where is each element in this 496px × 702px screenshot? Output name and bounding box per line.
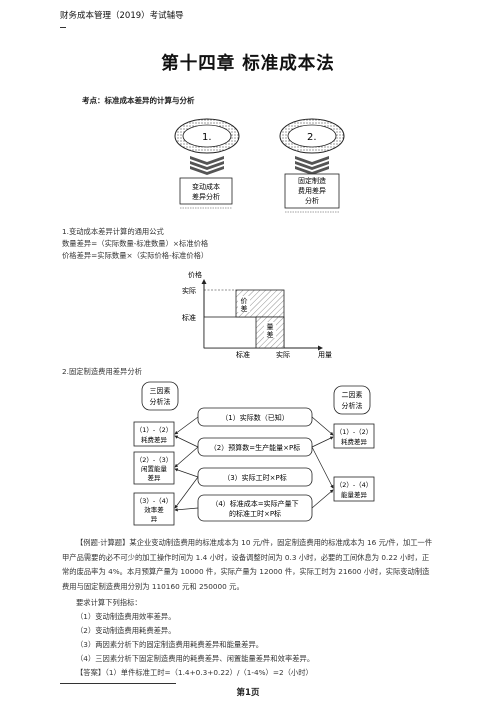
- topic-heading: 考点：标准成本差异的计算与分析: [82, 96, 195, 105]
- svg-text:分析: 分析: [305, 196, 319, 205]
- example-body: 某企业变动制造费用的标准成本为 10 元/件，固定制造费用的标准成本为 16 元…: [62, 538, 433, 591]
- svg-text:差: 差: [241, 304, 248, 313]
- box-fixed-overhead: 固定制造 费用差异 分析: [284, 173, 340, 213]
- svg-text:价: 价: [241, 297, 248, 305]
- requirement-2: （2）变动制造费用耗费差异。: [76, 626, 176, 635]
- right-box-spending: （1）-（2） 耗费差异: [333, 423, 375, 449]
- figure-fixed-overhead-analysis: 三因素 分析法 二因素 分析法 （1）-（2） 耗费差异 （2）-（3） 闲置能…: [133, 381, 375, 526]
- svg-text:固定制造: 固定制造: [298, 176, 326, 185]
- right-box-capacity: （2）-（4） 能量差异: [333, 476, 375, 502]
- requirement-4: （4）三因素分析下固定制造费用的耗费差异、闲置能量差异和效率差异。: [76, 654, 315, 663]
- svg-text:效率差: 效率差: [144, 505, 164, 514]
- svg-text:能量差异: 能量差异: [341, 490, 368, 499]
- svg-text:耗费差异: 耗费差异: [141, 435, 168, 444]
- left-connectors: [174, 416, 199, 512]
- formula-quantity: 数量差异=（实际数量-标准数量）×标准价格: [62, 239, 209, 248]
- ring-1-label: 1.: [202, 132, 212, 143]
- left-box-efficiency: （3）-（4） 效率差 异: [133, 492, 175, 526]
- svg-text:三因素: 三因素: [150, 386, 171, 395]
- chevron-down-icon: [295, 156, 329, 175]
- svg-text:差: 差: [267, 330, 274, 339]
- left-box-idle-capacity: （2）-（3） 闲置能量 差异: [133, 451, 175, 485]
- x-tick-standard: 标准: [236, 350, 250, 359]
- svg-text:变动成本: 变动成本: [192, 182, 220, 191]
- svg-text:（3）实际工时×P标: （3）实际工时×P标: [223, 473, 287, 482]
- formula-price: 价格差异=实际数量×（实际价格-标准价格）: [62, 251, 209, 260]
- answer-line: 【答案】（1）单件标准工时=（1.4+0.3+0.22）/（1-4%）=2（小时…: [76, 668, 313, 677]
- svg-text:（2）-（4）: （2）-（4）: [336, 481, 373, 489]
- x-tick-actual: 实际: [276, 350, 290, 359]
- page-number: 第1页: [236, 688, 260, 698]
- right-connectors: [311, 416, 334, 509]
- figure-variance-diagram: 价格 价 差 量 差 实际 标准 标准 实际 用量: [182, 270, 332, 359]
- svg-text:（3）-（4）: （3）-（4）: [136, 497, 173, 505]
- svg-text:（2）预算数=生产能量×P标: （2）预算数=生产能量×P标: [210, 443, 300, 452]
- ring-2: 2.: [279, 118, 345, 154]
- svg-text:费用差异: 费用差异: [298, 186, 326, 195]
- svg-text:闲置能量: 闲置能量: [141, 464, 168, 473]
- left-box-spending: （1）-（2） 耗费差异: [133, 421, 175, 447]
- chapter-title: 第十四章 标准成本法: [161, 54, 335, 74]
- center-box-actual-hours: （3）实际工时×P标: [197, 467, 313, 487]
- two-factor-title: 二因素 分析法: [333, 385, 371, 415]
- ring-1: 1.: [174, 118, 240, 154]
- svg-text:差异: 差异: [148, 473, 162, 482]
- requirement-3: （3）两因素分析下的固定制造费用耗费差异和能量差异。: [76, 640, 264, 649]
- header-rule: [60, 27, 66, 28]
- three-factor-title: 三因素 分析法: [141, 381, 179, 411]
- requirements-title: 要求计算下列指标：: [76, 598, 142, 607]
- ring-2-label: 2.: [307, 132, 317, 143]
- section2-heading: 2.固定制造费用差异分析: [62, 367, 142, 376]
- svg-text:差异分析: 差异分析: [192, 192, 220, 201]
- svg-text:异: 异: [151, 515, 158, 523]
- example-paragraph: 【例题·计算题】某企业变动制造费用的标准成本为 10 元/件，固定制造费用的标准…: [62, 536, 434, 594]
- svg-text:分析法: 分析法: [150, 397, 171, 406]
- y-tick-actual: 实际: [182, 286, 196, 295]
- chevron-down-icon: [190, 156, 224, 175]
- svg-text:（2）-（3）: （2）-（3）: [136, 456, 173, 464]
- example-tag: 【例题·计算题】: [76, 538, 130, 547]
- svg-text:二因素: 二因素: [342, 390, 363, 399]
- svg-text:（1）实际数（已知）: （1）实际数（已知）: [221, 413, 288, 422]
- box-variable-cost: 变动成本 差异分析: [179, 177, 233, 209]
- center-box-standard-cost: （4）标准成本=实际产量下 的标准工时×P标: [197, 494, 313, 522]
- center-box-budget: （2）预算数=生产能量×P标: [197, 437, 313, 457]
- svg-text:的标准工时×P标: 的标准工时×P标: [229, 509, 281, 518]
- footer-rule: [60, 683, 176, 684]
- svg-text:耗费差异: 耗费差异: [341, 437, 368, 446]
- svg-text:（4）标准成本=实际产量下: （4）标准成本=实际产量下: [211, 499, 298, 508]
- svg-text:分析法: 分析法: [342, 401, 363, 410]
- figure-rings: 1. 2. 变动成本 差异分析 固定制造 费用差异 分析: [174, 118, 345, 213]
- section1-heading: 1.变动成本差异计算的通用公式: [62, 227, 164, 236]
- svg-text:（1）-（2）: （1）-（2）: [136, 426, 173, 434]
- header-title: 财务成本管理（2019）考试辅导: [60, 11, 184, 21]
- svg-text:（1）-（2）: （1）-（2）: [336, 428, 373, 436]
- svg-text:量: 量: [267, 323, 274, 331]
- x-axis-label: 用量: [318, 351, 332, 359]
- y-axis-label: 价格: [188, 270, 202, 279]
- requirement-1: （1）变动制造费用效率差异。: [76, 612, 176, 621]
- y-tick-standard: 标准: [182, 313, 196, 322]
- center-box-actual: （1）实际数（已知）: [197, 407, 313, 427]
